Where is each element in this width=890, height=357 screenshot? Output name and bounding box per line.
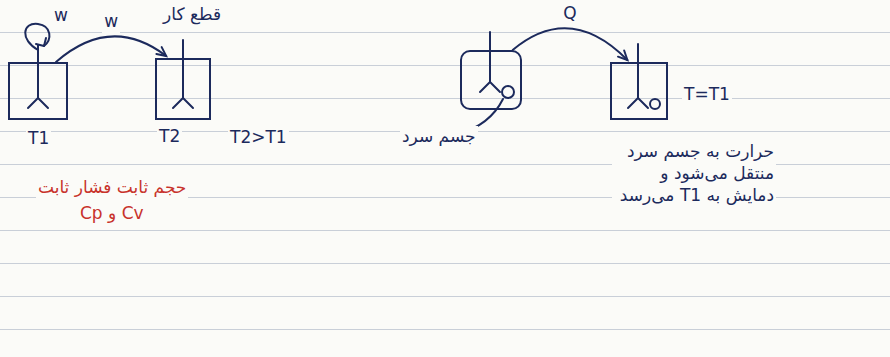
stirrer: [480, 32, 500, 92]
edge-label: Q: [561, 2, 578, 24]
transfer-arrow: [513, 28, 628, 60]
note-text: حجم ثابت فشار ثابت: [36, 176, 188, 198]
node-label: قطع کار: [161, 4, 223, 24]
cold-body: [650, 99, 660, 109]
node-label: T2: [157, 126, 182, 146]
rotation-arrow: [25, 24, 49, 50]
node-label: جسم سرد: [400, 126, 478, 146]
note-text: w: [52, 4, 70, 26]
stirrer: [628, 44, 648, 108]
edge-label: w: [102, 10, 120, 32]
stirrer: [28, 45, 48, 108]
rotation-arrowhead: [36, 38, 46, 46]
note-text: حرارت به جسم سرد منتقل می‌شود و دمایش به…: [612, 140, 776, 206]
note-text: Cp و Cv: [78, 202, 146, 224]
note-text: T2>T1: [228, 126, 289, 148]
node-label: T1: [26, 128, 51, 148]
vessel-box: قطع کارT2: [155, 58, 211, 120]
vessel-box: جسم سرد: [460, 50, 522, 110]
node-label: T=T1: [682, 84, 732, 104]
vessel-box: T=T1: [610, 62, 668, 120]
cold-body: [502, 86, 514, 98]
vessel-box: T1: [8, 62, 68, 120]
stirrer: [173, 40, 193, 108]
transfer-arrow: [56, 36, 166, 62]
